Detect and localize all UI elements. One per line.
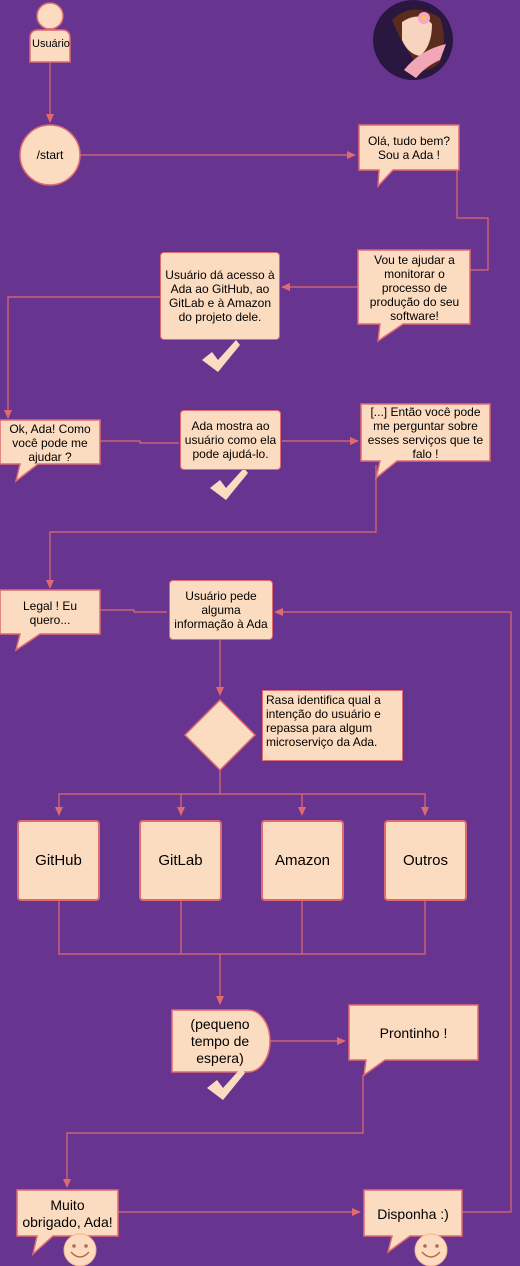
edge-ok-mostra [100,440,179,444]
node-entao: [...] Então você pode me perguntar sobre… [367,405,484,461]
edge-decision-github [55,770,221,816]
check-icon [207,1068,245,1100]
node-disponha: Disponha :) [377,1205,449,1222]
node-outros: Outros [384,820,467,901]
check-icon [202,340,240,372]
ada-avatar-icon [373,0,453,80]
edge-prontinho-obrigado [63,1075,364,1188]
node-ola: Olá, tudo bem? Sou a Ada ! [367,134,451,162]
node-vou-ajudar: Vou te ajudar a monitorar o processo de … [369,252,460,323]
node-gitlab: GitLab [139,820,222,901]
person-icon [29,2,71,63]
node-obrigado: Muito obrigado, Ada! [22,1196,113,1230]
node-usuario: Usuário [32,38,70,50]
edge-acesso-ok [4,296,160,419]
callout-ok [0,419,101,483]
node-pede-info: Usuário pede alguma informação à Ada [169,580,273,640]
start-circle [19,124,81,186]
edge-legal-pede [100,609,167,613]
node-prontinho: Prontinho ! [379,1025,448,1041]
callout-disponha [363,1189,463,1254]
node-legal: Legal ! Eu quero... [22,598,78,627]
callout-obrigado [16,1189,119,1257]
delay-shape [171,1009,271,1073]
callout-legal [0,589,101,652]
smiley-icon [63,1233,97,1266]
node-start: /start [36,148,64,162]
edge-ola-vou [456,170,489,274]
callout-ola [358,124,460,189]
node-amazon: Amazon [261,820,344,901]
node-acesso: Usuário dá acesso à Ada ao GitHub, ao Gi… [160,252,280,340]
node-ok-ada: Ok, Ada! Como você pode me ajudar ? [9,421,91,464]
callout-prontinho [348,1004,479,1077]
node-github: GitHub [17,820,100,901]
callout-entao [360,403,491,480]
callout-vou [357,249,471,343]
decision-diamond [183,698,257,772]
smiley-icon [414,1233,448,1266]
edge-entao-legal [46,465,377,589]
node-ada-mostra: Ada mostra ao usuário como ela pode ajud… [180,410,281,470]
node-espera: (pequeno tempo de espera) [190,1015,250,1066]
check-icon [210,468,248,500]
edge-decision-outros [220,793,429,816]
edge-disponha-pede [274,608,512,1213]
node-rasa: Rasa identifica qual a intenção do usuár… [262,690,403,761]
edge-merge [58,901,426,955]
